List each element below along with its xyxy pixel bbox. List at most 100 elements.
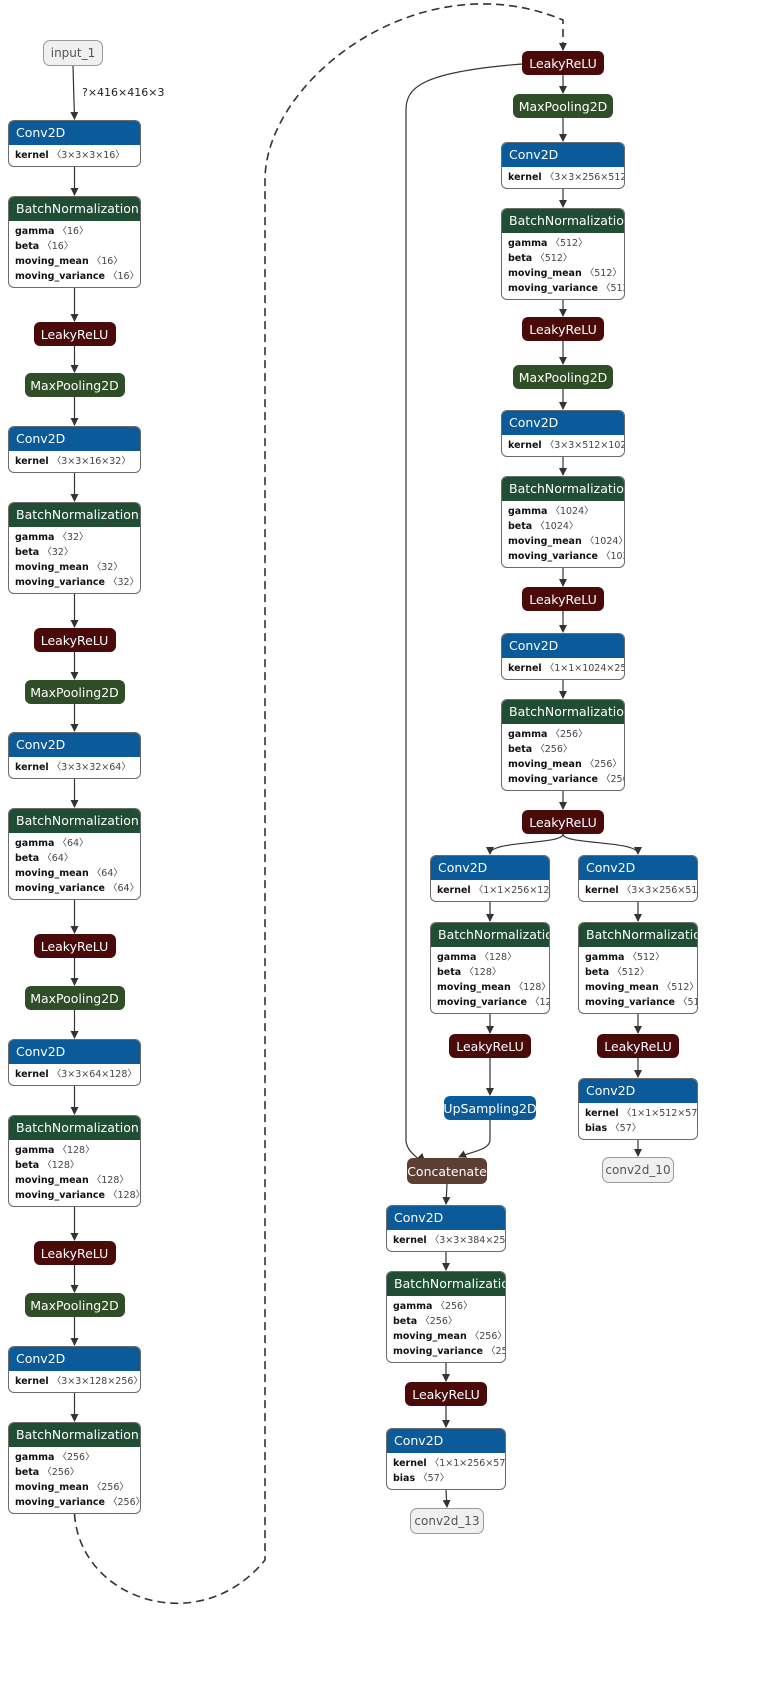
node-type-label: Conv2D: [431, 856, 549, 880]
attribute-row: kernel 〈1×1×256×128〉: [437, 883, 549, 898]
attribute-value: 〈256〉: [91, 1482, 129, 1493]
leakyrelu-node[interactable]: LeakyReLU: [522, 587, 604, 611]
attribute-name: kernel: [585, 1108, 619, 1119]
node-type-label: BatchNormalization: [9, 1116, 140, 1140]
attribute-name: gamma: [15, 838, 55, 849]
attribute-name: moving_variance: [15, 1190, 105, 1201]
conv2d-node[interactable]: Conv2D kernel 〈1×1×256×128〉: [430, 855, 550, 902]
attribute-row: gamma 〈256〉: [393, 1299, 499, 1314]
node-attributes: kernel 〈3×3×256×512〉: [502, 167, 624, 188]
leakyrelu-node[interactable]: LeakyReLU: [449, 1034, 531, 1058]
attribute-row: kernel 〈3×3×256×512〉: [508, 170, 624, 185]
attribute-row: beta 〈32〉: [15, 545, 134, 560]
leakyrelu-node[interactable]: LeakyReLU: [33, 628, 116, 652]
attribute-row: kernel 〈3×3×256×512〉: [585, 883, 697, 898]
leakyrelu-node[interactable]: LeakyReLU: [33, 934, 116, 958]
attribute-name: moving_mean: [15, 868, 89, 879]
leakyrelu-node[interactable]: LeakyReLU: [405, 1382, 487, 1406]
attribute-name: moving_mean: [15, 1482, 89, 1493]
attribute-row: kernel 〈3×3×64×128〉: [15, 1067, 137, 1082]
merge-edge: [458, 1120, 491, 1158]
attribute-name: kernel: [15, 1069, 49, 1080]
node-attributes: kernel 〈3×3×512×1024〉: [502, 435, 624, 456]
attribute-name: beta: [437, 967, 462, 978]
node-type-label: BatchNormalization: [502, 700, 624, 724]
node-type-label: MaxPooling2D: [30, 377, 119, 393]
attribute-value: 〈3×3×3×16〉: [51, 150, 125, 161]
attribute-row: kernel 〈1×1×256×57〉: [393, 1456, 505, 1471]
concatenate-node[interactable]: Concatenate: [407, 1158, 487, 1184]
attribute-name: bias: [393, 1473, 416, 1484]
leakyrelu-node[interactable]: LeakyReLU: [33, 322, 116, 346]
leakyrelu-node[interactable]: LeakyReLU: [33, 1241, 116, 1265]
node-attributes: gamma 〈64〉beta 〈64〉moving_mean 〈64〉movin…: [9, 833, 140, 899]
attribute-row: gamma 〈64〉: [15, 836, 134, 851]
attribute-value: 〈256〉: [601, 774, 624, 785]
attribute-name: moving_mean: [393, 1331, 467, 1342]
output-node[interactable]: conv2d_13: [410, 1508, 484, 1534]
output-node[interactable]: conv2d_10: [602, 1157, 674, 1183]
output-edge: [442, 1489, 451, 1508]
node-attributes: gamma 〈256〉beta 〈256〉moving_mean 〈256〉mo…: [387, 1296, 505, 1362]
attribute-row: moving_variance 〈256〉: [15, 1495, 140, 1510]
attribute-name: moving_variance: [15, 1497, 105, 1508]
attribute-row: kernel 〈3×3×3×16〉: [15, 148, 134, 163]
attribute-name: moving_variance: [393, 1346, 483, 1357]
attribute-value: 〈256〉: [420, 1316, 458, 1327]
input-node[interactable]: input_1: [43, 40, 103, 66]
attribute-value: 〈57〉: [610, 1123, 642, 1134]
node-type-label: Conv2D: [502, 634, 624, 658]
attribute-name: moving_mean: [437, 982, 511, 993]
node-type-label: Conv2D: [9, 427, 140, 451]
node-type-label: LeakyReLU: [40, 938, 109, 954]
attribute-value: 〈1024〉: [550, 506, 594, 517]
leakyrelu-node[interactable]: LeakyReLU: [522, 317, 604, 341]
maxpooling2d-node[interactable]: MaxPooling2D: [513, 94, 613, 118]
leakyrelu-node[interactable]: LeakyReLU: [597, 1034, 679, 1058]
maxpooling2d-node[interactable]: MaxPooling2D: [24, 986, 125, 1010]
upsampling2d-node[interactable]: UpSampling2D: [443, 1096, 537, 1120]
node-type-label: Conv2D: [387, 1429, 505, 1453]
attribute-name: moving_variance: [15, 883, 105, 894]
maxpooling2d-node[interactable]: MaxPooling2D: [24, 373, 125, 397]
maxpooling2d-node[interactable]: MaxPooling2D: [24, 680, 125, 704]
attribute-value: 〈3×3×256×512〉: [621, 885, 698, 896]
leakyrelu-node[interactable]: LeakyReLU: [522, 810, 604, 834]
node-attributes: gamma 〈128〉beta 〈128〉moving_mean 〈128〉mo…: [431, 947, 549, 1013]
attribute-row: moving_variance 〈32〉: [15, 575, 139, 590]
node-type-label: BatchNormalization: [579, 923, 697, 947]
attribute-row: kernel 〈1×1×512×57〉: [585, 1106, 697, 1121]
maxpooling2d-node[interactable]: MaxPooling2D: [513, 365, 613, 389]
maxpooling2d-node[interactable]: MaxPooling2D: [24, 1293, 125, 1317]
leakyrelu-node[interactable]: LeakyReLU: [522, 51, 604, 75]
attribute-value: 〈64〉: [57, 838, 89, 849]
attribute-name: bias: [585, 1123, 608, 1134]
attribute-value: 〈64〉: [91, 868, 123, 879]
input-shape-label: ?×416×416×3: [82, 86, 165, 99]
input-edge: [70, 65, 79, 120]
node-attributes: gamma 〈512〉beta 〈512〉moving_mean 〈512〉mo…: [579, 947, 697, 1013]
